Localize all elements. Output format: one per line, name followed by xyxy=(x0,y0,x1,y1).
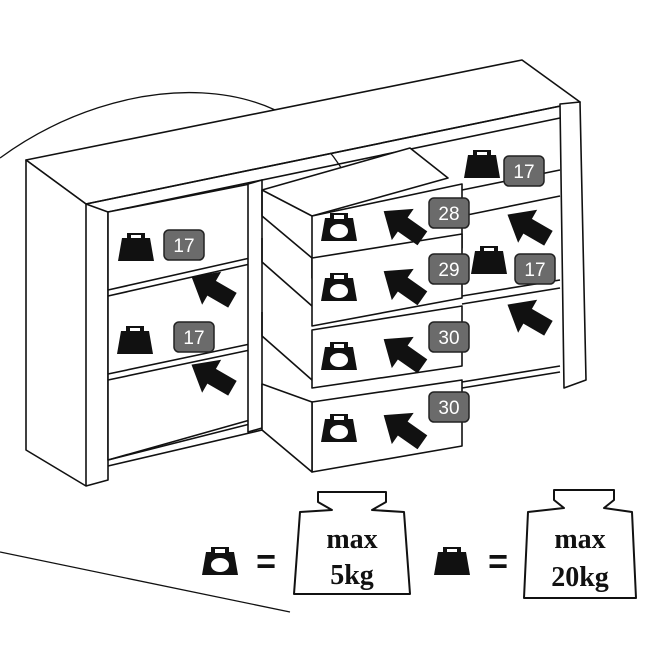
svg-text:28: 28 xyxy=(438,204,459,225)
solid-weight-icon xyxy=(434,547,470,575)
load-badge-shelf-top-right: 17 xyxy=(503,155,545,187)
svg-text:29: 29 xyxy=(438,260,459,281)
svg-text:17: 17 xyxy=(173,236,194,257)
legend-equals: = xyxy=(488,543,508,581)
legend-small-weight: = max 5kg xyxy=(202,491,411,595)
svg-text:17: 17 xyxy=(183,328,204,349)
push-arrow-icon xyxy=(498,198,558,255)
load-badge-shelf-bottom-left: 17 xyxy=(173,321,215,353)
legend-large-max: max xyxy=(554,524,605,555)
load-badge-drawer-3: 30 xyxy=(428,321,470,353)
solid-weight-icon xyxy=(464,150,500,178)
svg-text:30: 30 xyxy=(438,328,459,349)
legend-large-limit: 20kg xyxy=(551,562,609,593)
load-badge-shelf-mid-right: 17 xyxy=(514,253,556,285)
solid-weight-icon xyxy=(471,246,507,274)
load-badge-shelf-top-left: 17 xyxy=(163,229,205,261)
load-badge-drawer-2: 29 xyxy=(428,253,470,285)
svg-text:17: 17 xyxy=(513,162,534,183)
drawer-4 xyxy=(261,379,463,473)
load-badge-drawer-4: 30 xyxy=(428,391,470,423)
legend-large-weight: = max 20kg xyxy=(434,489,637,599)
weight-frame-icon xyxy=(523,489,637,599)
legend-small-limit: 5kg xyxy=(330,560,374,591)
hollow-weight-icon xyxy=(202,547,238,575)
weight-frame-icon xyxy=(293,491,411,595)
svg-text:30: 30 xyxy=(438,398,459,419)
load-badge-drawer-1: 28 xyxy=(428,197,470,229)
svg-text:17: 17 xyxy=(524,260,545,281)
legend-small-max: max xyxy=(326,524,377,555)
push-arrow-icon xyxy=(498,288,558,345)
legend-equals: = xyxy=(256,543,276,581)
